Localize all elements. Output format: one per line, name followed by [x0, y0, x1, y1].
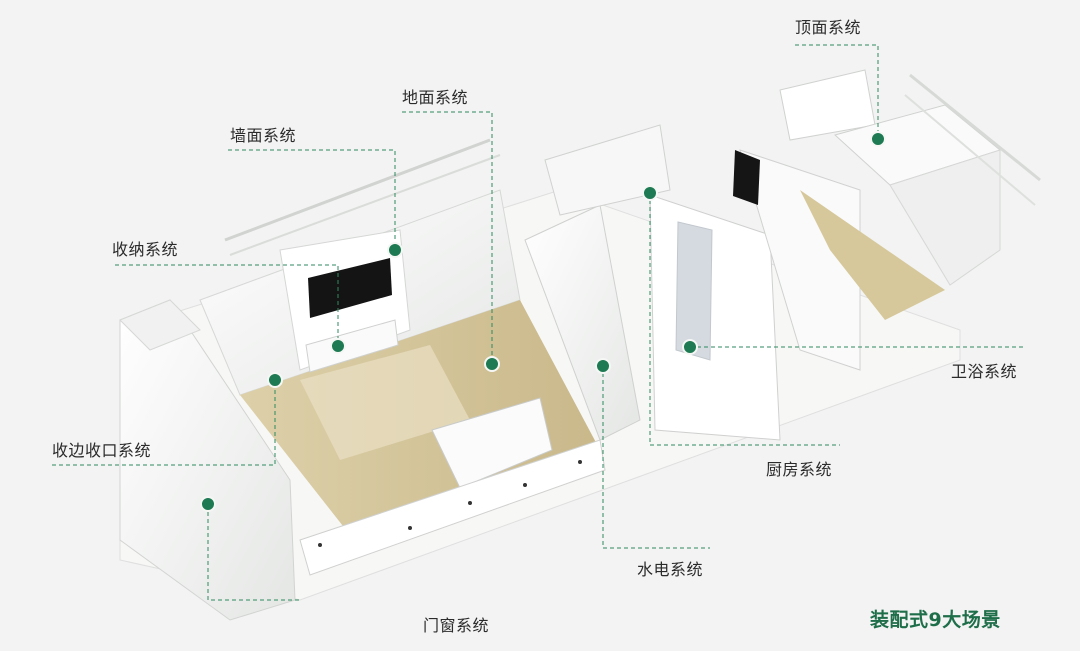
- leader-storage: [115, 264, 339, 346]
- front-edge: [299, 439, 606, 576]
- leader-wall: [228, 149, 396, 250]
- wall-panel: [739, 149, 861, 371]
- tv-cabinet: [305, 319, 399, 373]
- marker-storage: [330, 338, 346, 354]
- label-doorwindow: 门窗系统: [423, 616, 490, 635]
- floor-shadow: [300, 345, 470, 460]
- railing: [224, 138, 491, 242]
- bath-panel: [649, 194, 781, 441]
- leader-lines: [52, 44, 1025, 601]
- tv: [308, 258, 392, 318]
- label-bathroom: 卫浴系统: [951, 362, 1018, 381]
- scene-caption: 装配式9大场景: [870, 609, 1001, 631]
- edge-hole: [318, 543, 322, 547]
- annex-floor: [800, 190, 945, 320]
- door-window-wall-face: [119, 299, 201, 351]
- edge-hole: [578, 460, 582, 464]
- marker-kitchen: [642, 185, 658, 201]
- label-kitchen: 厨房系统: [766, 460, 833, 479]
- sofa: [431, 397, 553, 489]
- edge-hole: [408, 526, 412, 530]
- edge-hole: [523, 483, 527, 487]
- leader-kitchen: [649, 193, 840, 446]
- marker-bathroom: [682, 339, 698, 355]
- marker-wall: [387, 242, 403, 258]
- label-floor: 地面系统: [402, 88, 469, 107]
- label-ceiling: 顶面系统: [795, 18, 862, 37]
- leader-doorwindow: [207, 505, 300, 601]
- edge-hole: [468, 501, 472, 505]
- marker-trim: [267, 372, 283, 388]
- ceiling-side: [889, 149, 1001, 286]
- label-wall: 墙面系统: [230, 126, 297, 145]
- partition-top: [544, 124, 671, 216]
- leader-plumbing: [602, 366, 710, 549]
- marker-plumbing: [595, 358, 611, 374]
- label-trim: 收边收口系统: [52, 441, 152, 460]
- label-storage: 收纳系统: [112, 240, 179, 259]
- marker-floor: [484, 356, 500, 372]
- mirror: [733, 150, 760, 205]
- marker-doorwindow: [200, 496, 216, 512]
- railing: [904, 94, 1036, 206]
- railing: [229, 154, 501, 256]
- marker-ceiling: [870, 131, 886, 147]
- leader-floor: [402, 111, 493, 363]
- railing: [909, 73, 1041, 182]
- shower-glass: [675, 221, 713, 361]
- partition: [524, 204, 641, 441]
- label-plumbing: 水电系统: [637, 560, 704, 579]
